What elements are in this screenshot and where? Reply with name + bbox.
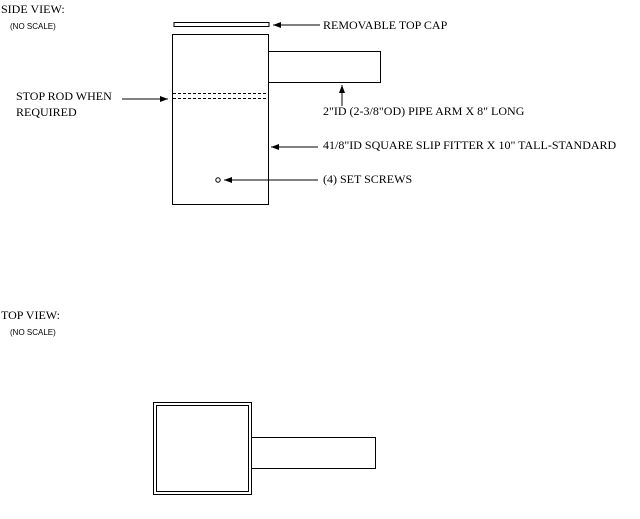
top-view-pipe-arm	[251, 437, 376, 469]
top-view-title: TOP VIEW:	[1, 308, 60, 322]
side-view-title: SIDE VIEW:	[1, 2, 65, 16]
stop-rod-label-line2: REQUIRED	[16, 105, 77, 119]
pipe-arm-side	[268, 51, 381, 83]
set-screw-hole	[215, 177, 221, 183]
stop-rod-label-line1: STOP ROD WHEN	[16, 89, 112, 103]
slip-fitter-label: 41/8"ID SQUARE SLIP FITTER X 10" TALL-ST…	[323, 138, 617, 152]
top-view-scale-note: (NO SCALE)	[10, 328, 56, 337]
set-screws-label: (4) SET SCREWS	[323, 172, 413, 186]
removable-top-cap	[173, 22, 270, 27]
top-view-fitter-inner	[156, 405, 249, 492]
top-cap-label: REMOVABLE TOP CAP	[323, 18, 448, 32]
side-view-scale-note: (NO SCALE)	[10, 22, 56, 31]
pipe-arm-label: 2"ID (2-3/8"OD) PIPE ARM X 8" LONG	[323, 104, 525, 118]
slip-fitter-body	[172, 34, 269, 205]
